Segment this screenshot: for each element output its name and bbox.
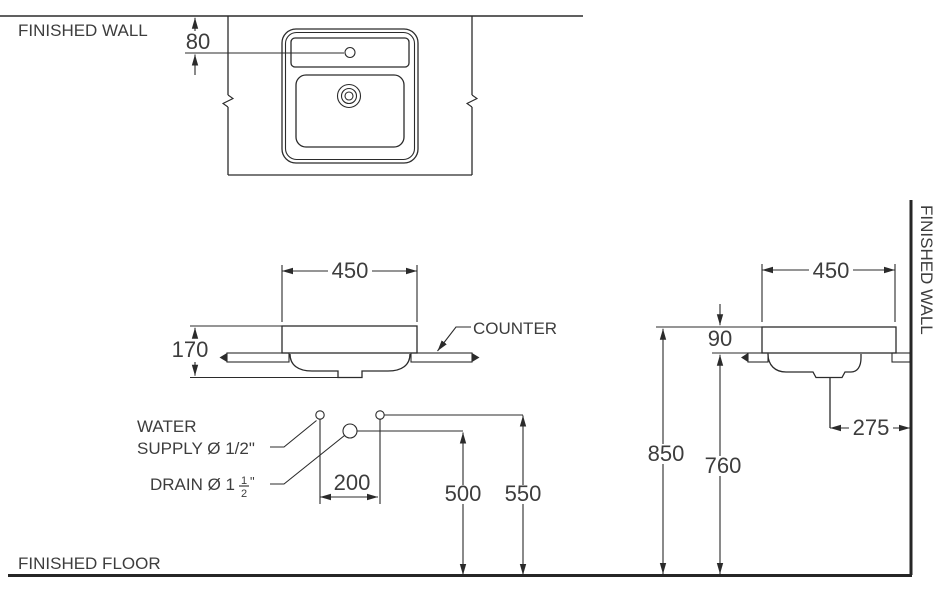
dim-850-value: 850	[648, 441, 685, 466]
dim-275-value: 275	[853, 415, 890, 440]
break-symbol	[221, 94, 235, 108]
water-supply-point-right	[375, 410, 385, 420]
dim-550-value: 550	[505, 481, 542, 506]
sink-inner-rim	[284, 31, 416, 161]
counter-front-right	[410, 352, 480, 363]
water-supply-callout: WATER SUPPLY Ø 1/2"	[137, 417, 317, 458]
drain-mid	[340, 87, 358, 105]
water-supply-leader	[270, 420, 317, 448]
counter-edge-right	[465, 16, 479, 175]
dim-170: 170	[172, 325, 362, 379]
drain-inner	[344, 91, 354, 101]
dim-760-value: 760	[705, 453, 742, 478]
sink-outer-rim	[281, 28, 419, 164]
finished-floor-label: FINISHED FLOOR	[18, 554, 161, 573]
dim-200: 200	[320, 470, 378, 501]
dim-450-side-value: 450	[813, 258, 850, 283]
drain-fraction-numerator: 1	[241, 475, 247, 487]
floor: FINISHED FLOOR	[8, 554, 912, 577]
counter-label: COUNTER	[473, 319, 557, 338]
dim-760: 760	[700, 354, 744, 574]
dim-550: 550	[501, 415, 545, 575]
front-view: 450 COUNTER 170	[137, 258, 557, 575]
sink-rim-front	[281, 325, 418, 354]
break-symbol	[465, 94, 479, 108]
counter-edge-left	[221, 16, 235, 175]
dim-850: 850	[643, 328, 685, 574]
dim-170-value: 170	[172, 337, 209, 362]
faucet-hole	[344, 46, 356, 59]
counter-break-tip	[741, 353, 748, 362]
counter-break-tip	[219, 353, 227, 362]
dim-450-front: 450	[281, 258, 418, 322]
dim-80: 80	[185, 17, 344, 75]
counter-front-left	[219, 352, 290, 363]
bowl-front	[289, 353, 411, 379]
counter-side-left	[741, 352, 769, 363]
dim-90: 90	[708, 304, 732, 351]
water-supply-label-line2: SUPPLY Ø 1/2"	[137, 439, 255, 458]
basin	[295, 74, 405, 148]
dim-275: 275	[830, 415, 910, 440]
drain-label: DRAIN Ø 1	[150, 475, 235, 494]
dim-450-front-value: 450	[332, 258, 369, 283]
drain-fraction-denominator: 2	[241, 488, 247, 500]
dim-500-value: 500	[445, 481, 482, 506]
side-view: 450 90 850 760	[643, 200, 936, 575]
water-supply-point-left	[315, 410, 325, 420]
drain-inch-mark: "	[250, 474, 255, 489]
dim-200-value: 200	[334, 470, 371, 495]
dim-90-value: 90	[708, 326, 732, 351]
dim-80-value: 80	[186, 29, 210, 54]
counter-break-tip	[472, 353, 480, 362]
drain-leader	[270, 435, 345, 485]
finished-wall-right-label: FINISHED WALL	[917, 205, 936, 335]
sink-rim-side	[761, 326, 897, 354]
drain-callout: DRAIN Ø 1 1 2 "	[150, 435, 345, 500]
finished-wall-top-label: FINISHED WALL	[18, 21, 148, 40]
dim-450-side: 450	[761, 258, 896, 322]
dim-500: 500	[441, 432, 485, 575]
plan-view: 80 FINISHED WALL	[0, 15, 583, 176]
counter-callout: COUNTER	[437, 319, 557, 352]
drain-outer	[336, 83, 362, 109]
bowl-side	[767, 353, 862, 379]
water-supply-label-line1: WATER	[137, 417, 197, 436]
drain-point	[342, 423, 358, 439]
counter-side-right	[891, 352, 911, 363]
